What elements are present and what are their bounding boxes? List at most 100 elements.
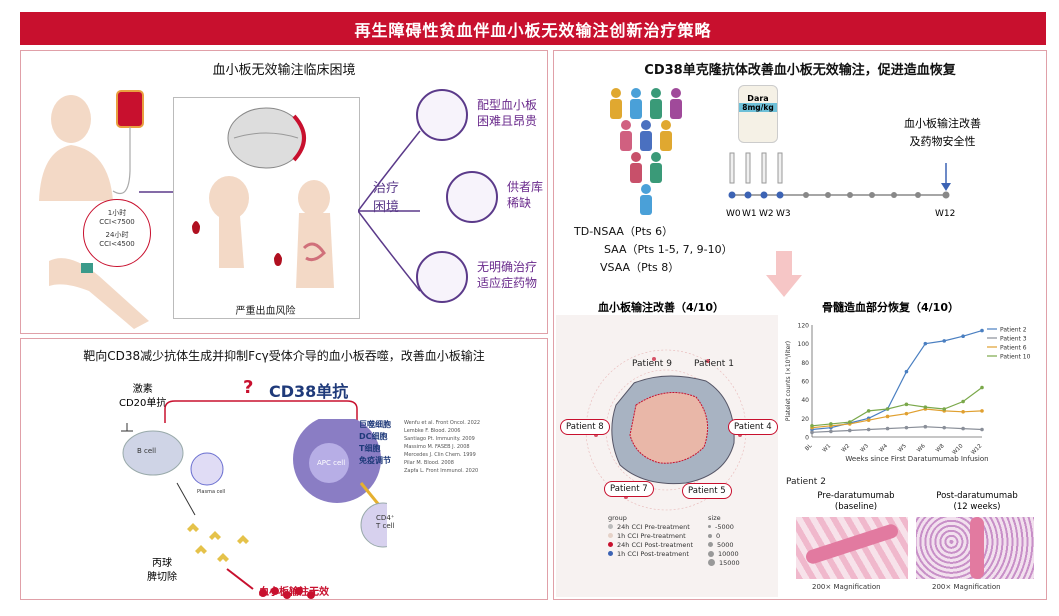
- data-point: [923, 341, 928, 346]
- data-point: [847, 428, 852, 433]
- ref-2: Lembke F. Blood. 2006: [404, 428, 461, 434]
- ref-4: Massimo M. FASEB J. 2008: [404, 444, 470, 450]
- brain-body-illustration: [192, 107, 334, 288]
- panel-cd38-therapy: CD38单克隆抗体改善血小板无效输注，促进造血恢复 TD-NSAA（Pts 6）…: [553, 50, 1047, 600]
- legend-group-3: 24h CCI Post-treatment: [617, 540, 694, 549]
- timeline-w12: W12: [935, 209, 956, 219]
- panel-clinical-dilemma: 血小板无效输注临床困境 1小时 CCI<7500 24小时 CCI<4500: [20, 50, 548, 334]
- radar-label-patient9: Patient 9: [632, 359, 672, 369]
- data-point: [980, 328, 984, 333]
- panel-title: CD38单克隆抗体改善血小板无效输注，促进造血恢复: [644, 63, 956, 78]
- bracket-line: [164, 400, 358, 423]
- patient-group-3-pts: （Pts 8）: [630, 261, 680, 274]
- data-point: [904, 411, 909, 416]
- legend-label: Patient 10: [1000, 354, 1031, 361]
- dilemma-connector: [358, 130, 421, 292]
- radar-label-patient7: Patient 7: [604, 481, 654, 497]
- data-point: [810, 430, 814, 435]
- data-point: [942, 407, 947, 411]
- ref-6: Pilar M. Blood. 2008: [404, 460, 454, 466]
- patient-group-3-label: VSAA: [600, 261, 631, 274]
- hormone-label: 激素: [132, 384, 153, 395]
- data-point: [942, 425, 947, 430]
- y-tick-label: 100: [798, 341, 810, 348]
- dilemma-item3-b: 适应症药物: [477, 276, 538, 290]
- legend-size-4: 10000: [718, 549, 739, 558]
- timeline-w3: W3: [776, 209, 791, 219]
- subtitle-platelet: 血小板输注改善（4/10）: [598, 301, 724, 314]
- data-point: [885, 414, 890, 419]
- role-dc: DC细胞: [359, 432, 388, 441]
- patient-group-2-label: SAA: [604, 243, 627, 256]
- patients-icon: [610, 88, 682, 215]
- x-tick-label: W5: [897, 443, 908, 454]
- tcell-label-a: CD4⁺: [376, 514, 395, 522]
- legend-label: Patient 6: [1000, 345, 1027, 352]
- ineffective-transfusion-label: 血小板输注无效: [259, 587, 329, 598]
- y-tick-label: 0: [805, 435, 809, 442]
- timeline-w2: W2: [759, 209, 774, 219]
- legend-size-5: 15000: [719, 558, 740, 567]
- histology-post-b: (12 weeks): [953, 502, 1001, 512]
- data-point: [866, 418, 871, 422]
- data-point: [847, 420, 852, 424]
- histology-pre-b: (baseline): [834, 502, 878, 512]
- histology-mag-right: 200× Magnification: [932, 583, 1001, 591]
- y-tick-label: 20: [801, 416, 809, 423]
- histology-patient-label: Patient 2: [786, 477, 826, 487]
- data-point: [961, 334, 965, 338]
- radar-chart: [585, 349, 747, 511]
- cd38-label: CD38单抗: [269, 382, 349, 401]
- radar-label-patient8: Patient 8: [560, 419, 610, 435]
- patient-transfusion-illustration: [39, 90, 149, 329]
- main-title-banner: 再生障碍性贫血伴血小板无效输注创新治疗策略: [20, 12, 1046, 45]
- ivig-label: 丙球: [152, 558, 172, 569]
- x-tick-label: BL: [804, 443, 814, 453]
- dilemma-item2-a: 供者库: [507, 180, 544, 194]
- mechanism-illustration: [121, 419, 387, 599]
- legend-group-title: group: [608, 513, 627, 522]
- data-point: [829, 422, 833, 426]
- histology-post-image: [916, 517, 1034, 579]
- series-line: [811, 408, 983, 429]
- subtitle-marrow: 骨髓造血部分恢复（4/10）: [822, 301, 959, 314]
- outcome-label-a: 血小板输注改善: [904, 117, 981, 130]
- patient-group-1-pts: （Pts 6）: [623, 225, 674, 238]
- x-tick-label: W1: [822, 443, 833, 454]
- y-tick-label: 40: [801, 397, 809, 404]
- cci-24h-value: CCI<4500: [99, 240, 135, 248]
- legend-size-1: -5000: [715, 522, 734, 531]
- role-tcell: T细胞: [359, 444, 381, 453]
- cci-1h-label: 1小时: [107, 209, 127, 217]
- apc-cell-label: APC cell: [317, 459, 346, 467]
- bleeding-risk-label: 严重出血风险: [235, 306, 296, 317]
- y-tick-label: 120: [798, 323, 810, 330]
- legend-size-3: 5000: [717, 540, 734, 549]
- panel-mechanism: 靶向CD38减少抗体生成并抑制Fcγ受体介导的血小板吞噬，改善血小板输注 激素 …: [20, 338, 548, 600]
- radar-label-patient1: Patient 1: [694, 359, 734, 369]
- data-point: [923, 405, 928, 409]
- data-point: [961, 410, 965, 414]
- drug-icon: [416, 251, 468, 303]
- panel-title: 血小板无效输注临床困境: [212, 63, 356, 78]
- down-arrow-icon: [766, 251, 802, 297]
- dilemma-item1-a: 配型血小板: [477, 98, 538, 112]
- data-point: [961, 426, 965, 431]
- legend-group-2: 1h CCI Pre-treatment: [617, 531, 686, 540]
- bleeding-risk-box: [173, 97, 360, 319]
- role-macrophage: 巨噬细胞: [359, 420, 391, 429]
- data-point: [980, 385, 984, 390]
- drug-name: Dara: [747, 94, 769, 103]
- ref-1: Wenfu et al. Front Oncol. 2022: [404, 420, 481, 426]
- data-point: [866, 409, 871, 413]
- y-tick-label: 60: [801, 379, 809, 386]
- splenectomy-label: 脾切除: [147, 572, 177, 583]
- radar-label-patient4: Patient 4: [728, 419, 778, 435]
- ref-7: Zapfa L. Front Immunol. 2020: [404, 468, 479, 474]
- legend-label: Patient 3: [1000, 336, 1027, 343]
- patient-group-2-pts: （Pts 1-5, 7, 9-10）: [626, 243, 733, 256]
- timeline-w1: W1: [742, 209, 757, 219]
- outcome-label-b: 及药物安全性: [909, 135, 976, 148]
- x-tick-label: W6: [916, 443, 927, 454]
